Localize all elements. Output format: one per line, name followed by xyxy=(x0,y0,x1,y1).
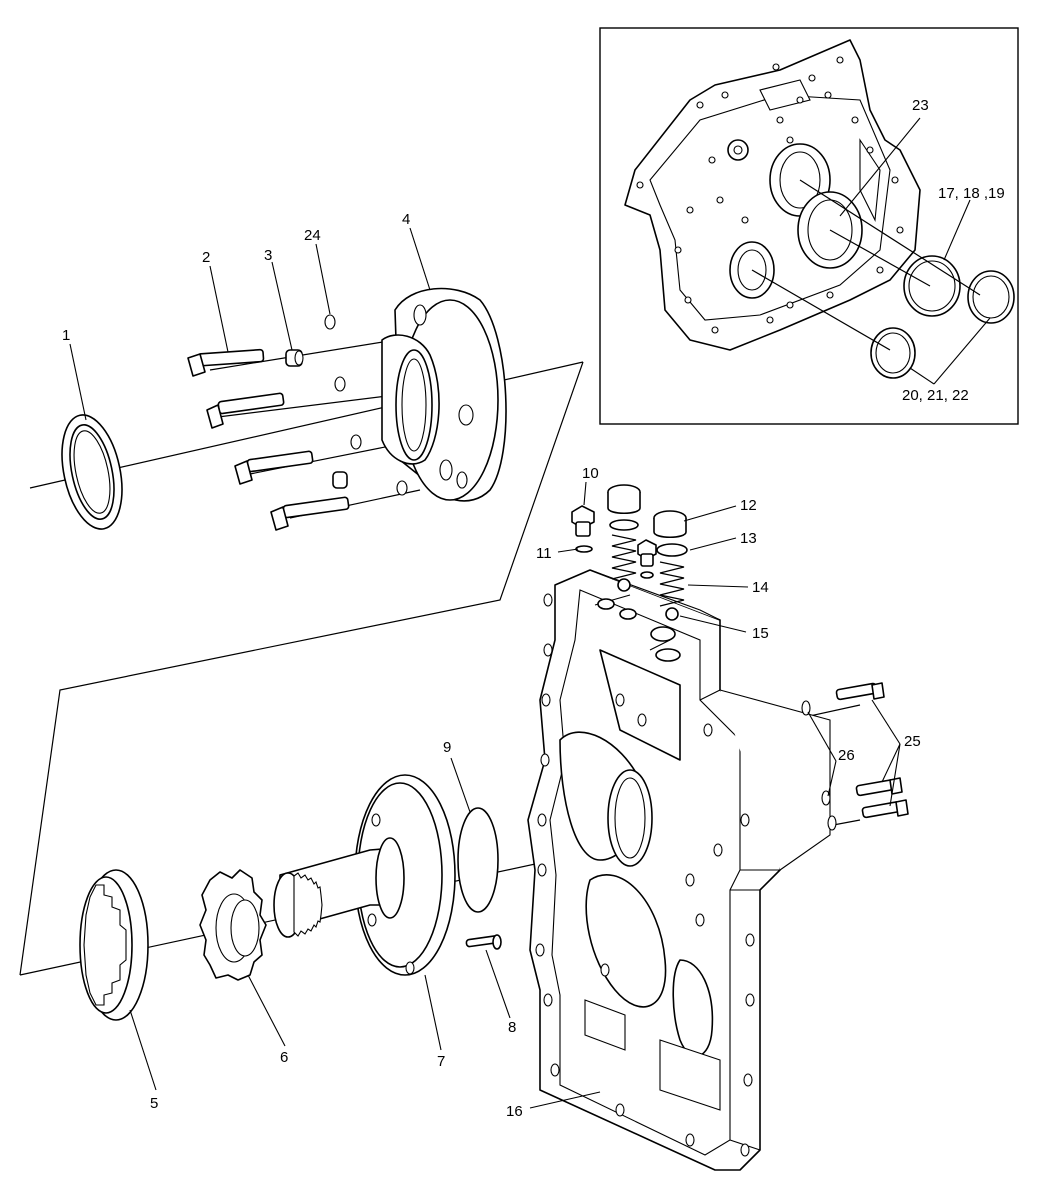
leader-lines xyxy=(69,117,991,1109)
part-7-pump-body xyxy=(273,774,456,976)
callout-6: 6 xyxy=(280,1049,288,1066)
inset-holes xyxy=(636,56,904,334)
valve-parts xyxy=(571,484,688,621)
callout-24: 24 xyxy=(304,227,321,244)
bolt-bottom xyxy=(270,496,350,531)
part-8-pin xyxy=(465,934,502,950)
callout-17-18-19: 17, 18 ,19 xyxy=(938,185,1005,202)
bolt-lower xyxy=(234,450,314,485)
callout-10: 10 xyxy=(582,465,599,482)
part-26-washers xyxy=(801,700,837,831)
callout-12: 12 xyxy=(740,497,757,514)
part-6-inner-gear xyxy=(199,869,267,981)
callout-26: 26 xyxy=(838,747,855,764)
bolt-upper xyxy=(187,348,265,377)
inset-axis-lines xyxy=(751,179,981,351)
part-16-main-housing xyxy=(527,569,831,1171)
part-2-bolts xyxy=(187,348,350,531)
callout-9: 9 xyxy=(443,739,451,756)
callout-13: 13 xyxy=(740,530,757,547)
callout-8: 8 xyxy=(508,1019,516,1036)
part-25-bolts xyxy=(835,682,909,819)
callout-11: 11 xyxy=(536,545,552,562)
callout-3: 3 xyxy=(264,247,272,264)
housing-bolt-holes xyxy=(535,593,755,1157)
callout-14: 14 xyxy=(752,579,769,596)
callout-7: 7 xyxy=(437,1053,445,1070)
part-5-gear-ring xyxy=(79,869,149,1021)
part-24-washers xyxy=(324,314,408,496)
inset-panel xyxy=(599,27,1019,425)
callout-20-21-22: 20, 21, 22 xyxy=(902,387,969,404)
callout-labels: 1 2 3 24 4 5 6 7 8 9 10 11 12 13 14 15 1… xyxy=(62,97,1005,1120)
callout-16: 16 xyxy=(506,1103,523,1120)
inset-seal-rings xyxy=(870,255,1015,379)
inset-housing xyxy=(624,39,921,351)
callout-15: 15 xyxy=(752,625,769,642)
callout-5: 5 xyxy=(150,1095,158,1112)
part-4-bearing-cover xyxy=(381,287,507,502)
bolt-middle xyxy=(206,392,285,429)
assembly-plane-outline xyxy=(19,361,584,976)
part-1-seal xyxy=(61,414,123,530)
callout-25: 25 xyxy=(904,733,921,750)
callout-2: 2 xyxy=(202,249,210,266)
callout-23: 23 xyxy=(912,97,929,114)
callout-1: 1 xyxy=(62,327,70,344)
part-9-gasket xyxy=(457,807,499,913)
callout-4: 4 xyxy=(402,211,410,228)
part-3-sleeve xyxy=(285,349,348,489)
